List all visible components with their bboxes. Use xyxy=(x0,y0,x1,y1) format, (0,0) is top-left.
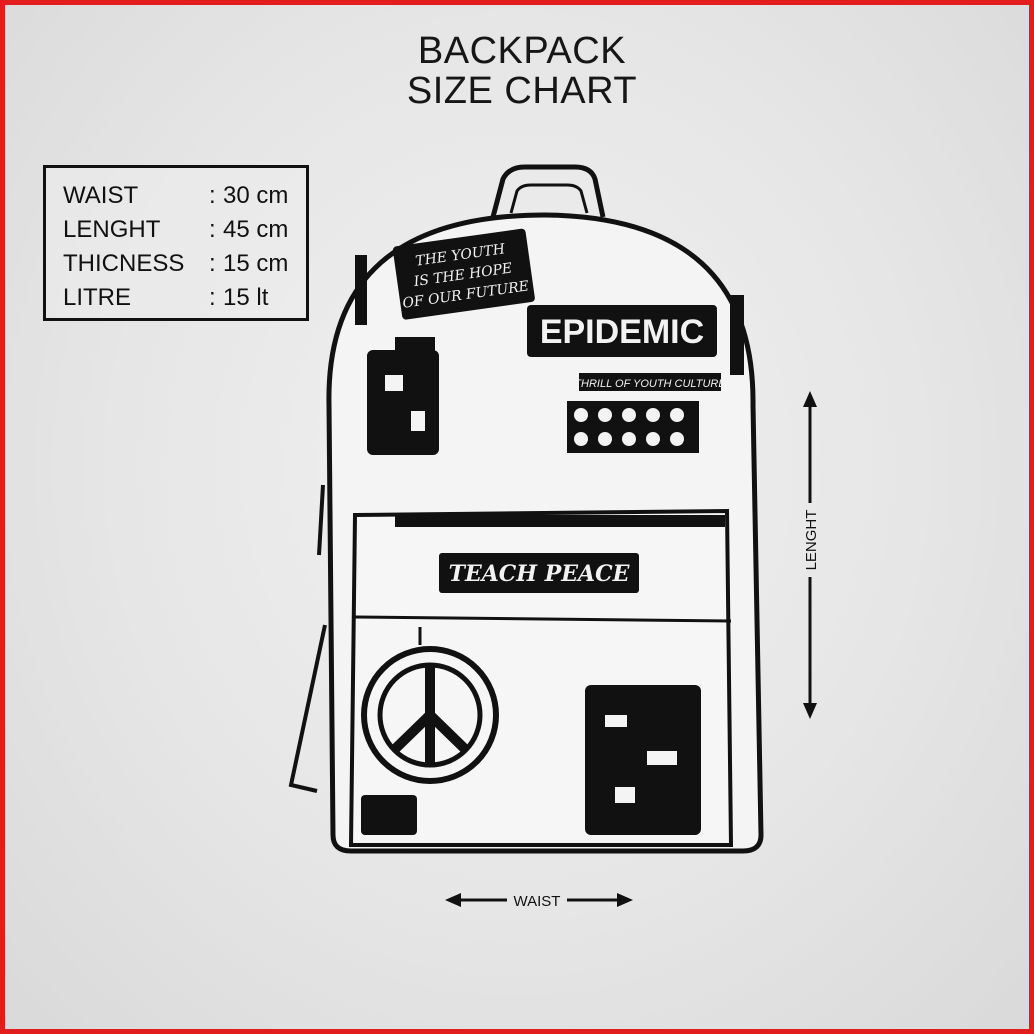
pocket-zipper xyxy=(354,615,732,623)
checker-patch xyxy=(567,401,699,453)
dimension-arrows: LENGHT WAIST xyxy=(445,391,820,910)
dot xyxy=(598,408,612,422)
title-line-1: BACKPACK xyxy=(417,30,627,72)
length-label: LENGHT xyxy=(803,510,820,571)
blotch xyxy=(395,515,725,527)
hole xyxy=(615,787,635,803)
dot xyxy=(622,408,636,422)
length-arrow-head-bottom xyxy=(803,703,817,719)
hole xyxy=(605,715,627,727)
spec-table: WAIST : 30 cm LENGHT : 45 cm THICNESS : … xyxy=(43,165,309,321)
brand-patch: EPIDEMIC THRILL OF YOUTH CULTURE xyxy=(527,305,726,391)
spec-value: 15 cm xyxy=(223,250,289,277)
spec-value: 45 cm xyxy=(223,216,289,243)
blotch xyxy=(355,255,367,325)
youth-patch: THE YOUTH IS THE HOPE OF OUR FUTURE xyxy=(392,228,535,320)
handle-inner xyxy=(509,183,589,214)
handle-outline xyxy=(490,164,606,218)
blotch xyxy=(730,295,744,375)
dot xyxy=(574,432,588,446)
blotch xyxy=(361,795,417,835)
waist-arrow-head-right xyxy=(617,893,633,907)
title-line-2: SIZE CHART xyxy=(406,70,638,112)
dot xyxy=(574,408,588,422)
teach-peace-patch: TEACH PEACE xyxy=(439,553,639,593)
spec-row-thickness: THICNESS : 15 cm xyxy=(63,247,306,281)
spec-colon: : xyxy=(209,250,216,277)
spec-colon: : xyxy=(209,284,216,311)
hole xyxy=(647,751,677,765)
spec-label: THICNESS xyxy=(63,250,185,277)
dot xyxy=(646,408,660,422)
peace-symbol xyxy=(361,627,499,784)
blotch xyxy=(395,337,435,357)
tagline-text: THRILL OF YOUTH CULTURE xyxy=(574,378,726,390)
spec-row-litre: LITRE : 15 lt xyxy=(63,281,306,315)
hole xyxy=(385,375,403,391)
teach-peace-text: TEACH PEACE xyxy=(449,561,631,587)
spec-row-length: LENGHT : 45 cm xyxy=(63,213,306,247)
brand-patch-bg xyxy=(527,305,717,357)
dot xyxy=(622,432,636,446)
spec-label: LITRE xyxy=(63,284,132,311)
hole xyxy=(411,411,425,431)
spec-value: 30 cm xyxy=(223,182,289,209)
peace-leg-left xyxy=(390,711,434,754)
dot xyxy=(646,432,660,446)
texture-holes xyxy=(385,375,677,803)
page-title: BACKPACK SIZE CHART xyxy=(5,30,1029,112)
peace-leg-right xyxy=(426,711,470,754)
spec-colon: : xyxy=(209,216,216,243)
dot xyxy=(670,408,684,422)
spec-label: WAIST xyxy=(63,182,139,209)
spec-colon: : xyxy=(209,182,216,209)
backpack-illustration: THE YOUTH IS THE HOPE OF OUR FUTURE EPID… xyxy=(288,164,764,854)
dot xyxy=(670,432,684,446)
spec-value: 15 lt xyxy=(223,284,269,311)
teach-peace-bg xyxy=(439,553,639,593)
length-arrow-head-top xyxy=(803,391,817,407)
tagline-bg xyxy=(579,373,721,391)
waist-label: WAIST xyxy=(514,893,561,910)
youth-patch-bg xyxy=(392,228,535,320)
side-strap xyxy=(288,484,327,793)
spec-label: LENGHT xyxy=(63,216,161,243)
waist-arrow-head-left xyxy=(445,893,461,907)
dot xyxy=(598,432,612,446)
spec-row-waist: WAIST : 30 cm xyxy=(63,179,306,213)
brand-text: EPIDEMIC xyxy=(540,313,704,351)
peace-ring-outer xyxy=(361,646,499,784)
